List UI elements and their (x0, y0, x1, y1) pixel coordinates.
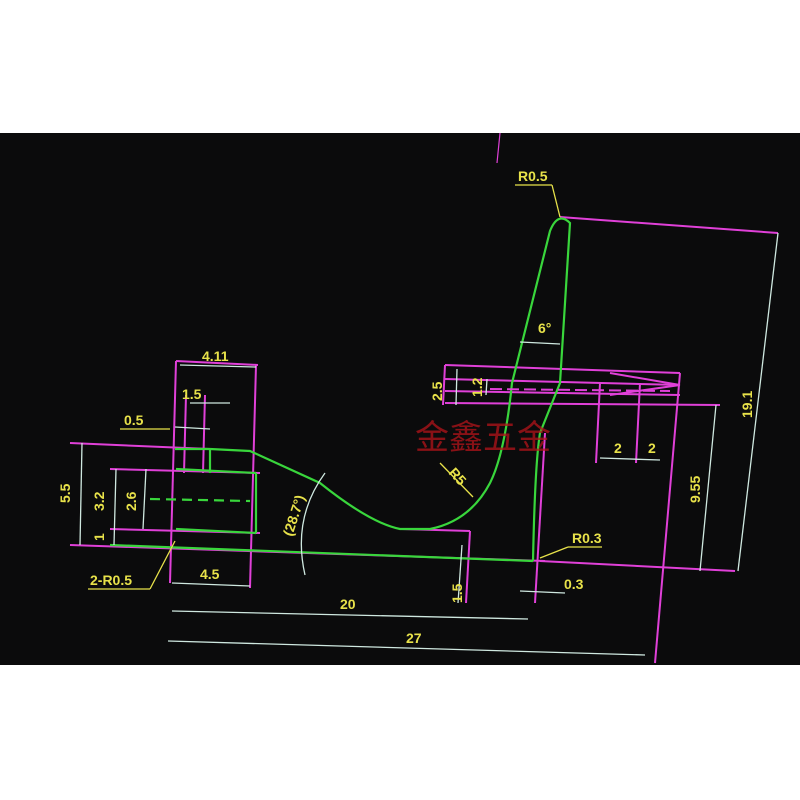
dim-angle-28-7: (28.7°) (280, 493, 308, 538)
dim-4-5: 4.5 (200, 566, 220, 582)
dim-r5: R5 (446, 464, 470, 488)
dim-0-5: 0.5 (124, 412, 144, 428)
dim-2-r0-5: 2-R0.5 (90, 572, 132, 588)
dim-4-11: 4.11 (202, 348, 229, 364)
construction-lines (69, 216, 779, 664)
dimension-lines (79, 232, 779, 656)
dim-0-3: 0.3 (564, 576, 584, 592)
dim-1: 1 (91, 533, 107, 541)
dimension-labels: R0.5 6° 4.11 1.5 0.5 5.5 3.2 2.6 1 2-R0.… (57, 168, 755, 646)
dim-20: 20 (340, 596, 356, 612)
dim-2-5: 2.5 (429, 381, 445, 401)
dim-2-a: 2 (614, 440, 622, 456)
dim-19-1: 19.1 (739, 391, 755, 418)
dim-r0-3: R0.3 (572, 530, 602, 546)
dim-1-5-bottom: 1.5 (449, 583, 465, 603)
dim-1-5-top: 1.5 (182, 386, 202, 402)
dim-5-5: 5.5 (57, 483, 73, 503)
cad-drawing: R0.5 6° 4.11 1.5 0.5 5.5 3.2 2.6 1 2-R0.… (57, 133, 779, 664)
part-outline (109, 217, 671, 563)
dim-2-b: 2 (648, 440, 656, 456)
dim-27: 27 (406, 630, 422, 646)
watermark: 金鑫五金 (415, 418, 551, 458)
dim-9-55: 9.55 (687, 476, 703, 503)
dim-3-2: 3.2 (91, 491, 107, 511)
dim-angle-6: 6° (538, 320, 551, 336)
stray-mark (496, 133, 501, 164)
dim-1-2: 1.2 (469, 377, 485, 397)
leader-lines (88, 184, 602, 590)
cad-screen: R0.5 6° 4.11 1.5 0.5 5.5 3.2 2.6 1 2-R0.… (0, 133, 800, 665)
dim-2-6: 2.6 (123, 491, 139, 511)
dim-r-top: R0.5 (518, 168, 548, 184)
